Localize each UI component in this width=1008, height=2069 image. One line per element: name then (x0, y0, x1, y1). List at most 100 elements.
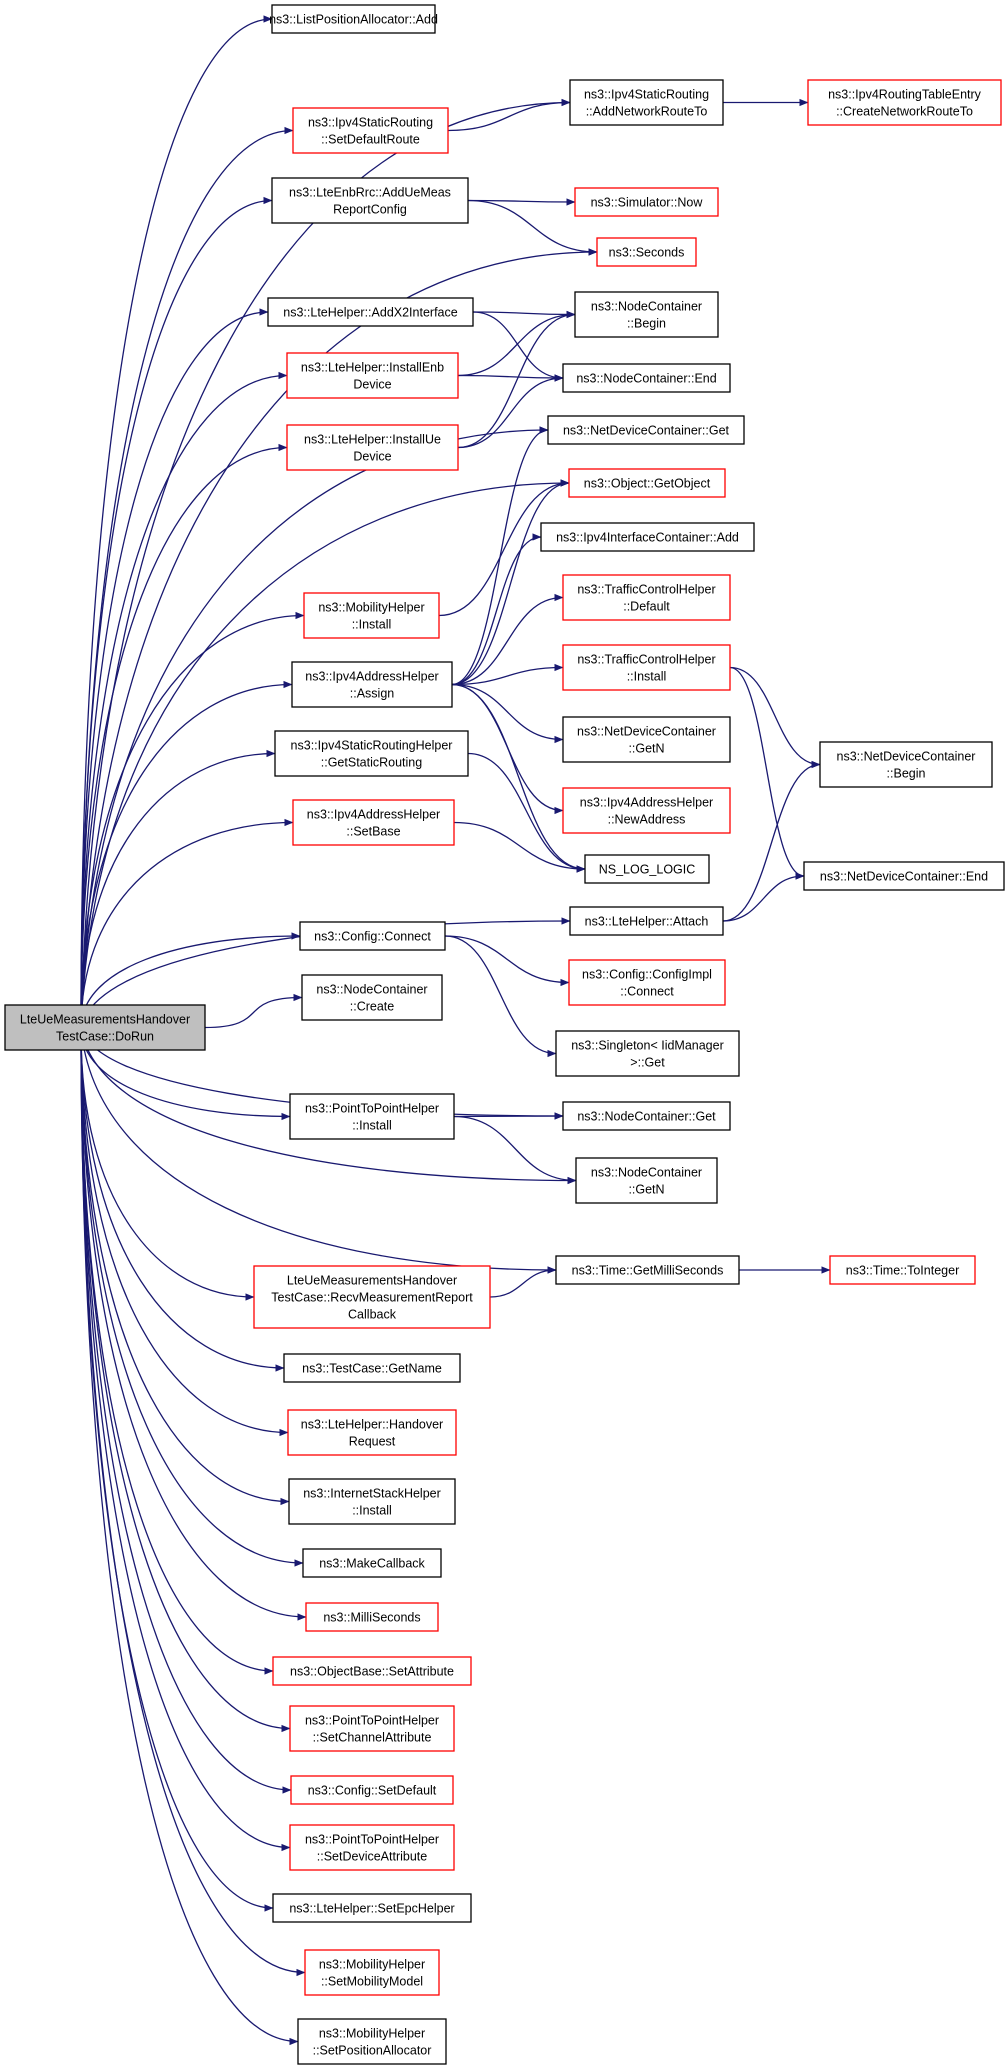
node-label: ns3::MakeCallback (319, 1557, 425, 1571)
node-sim-now[interactable]: ns3::Simulator::Now (574, 187, 719, 217)
edge-root-to-seconds (80, 248, 598, 1028)
edge-root-to-milliseconds (80, 1027, 307, 1621)
edge-path (80, 1027, 289, 1437)
node-label: ns3::Ipv4AddressHelper (580, 796, 713, 810)
node-box (304, 1949, 440, 1996)
node-box (267, 297, 474, 327)
node-p2p-setdevice[interactable]: ns3::PointToPointHelper::SetDeviceAttrib… (289, 1824, 455, 1871)
node-time-toint[interactable]: ns3::Time::ToInteger (829, 1255, 976, 1285)
node-box (289, 1824, 455, 1871)
node-label: ns3::Ipv4StaticRoutingHelper (291, 739, 453, 753)
node-ltehelper-addx2[interactable]: ns3::LteHelper::AddX2Interface (267, 297, 474, 327)
node-makecallback[interactable]: ns3::MakeCallback (302, 1548, 442, 1578)
node-nc-getn[interactable]: ns3::NodeContainer::GetN (575, 1157, 718, 1204)
node-testcase-getname[interactable]: ns3::TestCase::GetName (283, 1353, 461, 1383)
node-ipv4sr-setdefault[interactable]: ns3::Ipv4StaticRouting::SetDefaultRoute (292, 107, 449, 154)
node-p2p-setchannel[interactable]: ns3::PointToPointHelper::SetChannelAttri… (289, 1705, 455, 1752)
edge-path (438, 479, 570, 617)
node-ipv4sr-addnet[interactable]: ns3::Ipv4StaticRouting::AddNetworkRouteT… (569, 79, 724, 126)
node-label: ns3::Ipv4RoutingTableEntry (828, 88, 982, 102)
node-config-setdefault[interactable]: ns3::Config::SetDefault (290, 1775, 454, 1805)
node-label: ns3::Seconds (609, 246, 685, 260)
edge-path (451, 533, 542, 686)
node-label: ns3::Config::SetDefault (308, 1784, 437, 1798)
node-milliseconds[interactable]: ns3::MilliSeconds (305, 1602, 439, 1632)
node-time-getms[interactable]: ns3::Time::GetMilliSeconds (555, 1255, 740, 1285)
node-objbase-setattr[interactable]: ns3::ObjectBase::SetAttribute (272, 1656, 472, 1686)
edge-path (451, 663, 564, 686)
node-box (569, 906, 724, 936)
node-nc-create[interactable]: ns3::NodeContainer::Create (301, 974, 443, 1021)
node-tch-install[interactable]: ns3::TrafficControlHelper::Install (562, 644, 731, 691)
node-configimpl-connect[interactable]: ns3::Config::ConfigImpl::Connect (568, 959, 726, 1006)
node-label: ns3::Config::Connect (314, 930, 431, 944)
node-box (584, 854, 710, 884)
edge-path (467, 198, 576, 206)
node-label: ns3::NetDeviceContainer::End (820, 870, 988, 884)
node-label: ::Install (352, 1119, 392, 1133)
node-listpos-add[interactable]: ns3::ListPositionAllocator::Add (269, 4, 438, 34)
edge-path (80, 1027, 291, 1852)
node-box (562, 716, 731, 763)
node-label: TestCase::RecvMeasurementReport (271, 1291, 473, 1305)
edge-root-to-ltehelper-handover (80, 1027, 289, 1437)
node-seconds[interactable]: ns3::Seconds (596, 237, 697, 267)
node-ndc-end[interactable]: ns3::NetDeviceContainer::End (803, 861, 1005, 891)
node-label: ns3::LteEnbRrc::AddUeMeas (289, 186, 451, 200)
edge-root-to-ltehelper-installenb (80, 371, 288, 1028)
node-mobility-install[interactable]: ns3::MobilityHelper::Install (303, 592, 440, 639)
edge-path (722, 872, 805, 922)
edge-ltehelper-installue-to-nc-end (457, 374, 564, 449)
node-ndc-begin[interactable]: ns3::NetDeviceContainer::Begin (819, 741, 993, 788)
edge-root-to-makecallback (80, 1027, 304, 1567)
node-ipv4ic-add[interactable]: ns3::Ipv4InterfaceContainer::Add (540, 522, 755, 552)
edge-path (451, 593, 564, 686)
edge-ipv4ah-assign-to-ndc-getn (451, 683, 564, 744)
node-ipv4srh-getstatic[interactable]: ns3::Ipv4StaticRoutingHelper::GetStaticR… (274, 730, 469, 777)
node-mobility-setmodel[interactable]: ns3::MobilityHelper::SetMobilityModel (304, 1949, 440, 1996)
edge-path (451, 426, 549, 686)
node-box (575, 1157, 718, 1204)
node-label: ::AddNetworkRouteTo (586, 105, 708, 119)
node-ndc-getn[interactable]: ns3::NetDeviceContainer::GetN (562, 716, 731, 763)
node-label: ::Install (352, 618, 392, 632)
node-ipv4rte-create[interactable]: ns3::Ipv4RoutingTableEntry::CreateNetwor… (807, 79, 1002, 126)
node-nc-get[interactable]: ns3::NodeContainer::Get (562, 1101, 731, 1131)
node-ltehelper-setepc[interactable]: ns3::LteHelper::SetEpcHelper (272, 1893, 472, 1923)
node-ipv4ah-setbase[interactable]: ns3::Ipv4AddressHelper::SetBase (292, 799, 455, 846)
node-label: ns3::LteHelper::SetEpcHelper (289, 1902, 454, 1916)
node-label: ::Install (627, 670, 667, 684)
node-ltehelper-attach[interactable]: ns3::LteHelper::Attach (569, 906, 724, 936)
node-nc-begin[interactable]: ns3::NodeContainer::Begin (574, 291, 719, 338)
node-mobility-setposalloc[interactable]: ns3::MobilityHelper::SetPositionAllocato… (297, 2018, 447, 2065)
edge-path (80, 1027, 299, 2046)
node-obj-getobject[interactable]: ns3::Object::GetObject (568, 468, 726, 498)
node-box (819, 741, 993, 788)
node-label: ns3::NodeContainer (591, 300, 702, 314)
edge-p2p-install-to-nc-get (453, 1112, 564, 1120)
edge-root-to-nc-getn (80, 1027, 577, 1185)
node-ish-install[interactable]: ns3::InternetStackHelper::Install (288, 1478, 456, 1525)
node-recv-cb[interactable]: LteUeMeasurementsHandoverTestCase::RecvM… (253, 1265, 491, 1329)
node-ndc-get[interactable]: ns3::NetDeviceContainer::Get (547, 415, 745, 445)
node-nc-end[interactable]: ns3::NodeContainer::End (562, 363, 731, 393)
node-singleton-get[interactable]: ns3::Singleton< IidManager>::Get (555, 1030, 740, 1077)
node-label: ns3::MilliSeconds (323, 1611, 420, 1625)
node-box (562, 363, 731, 393)
node-label: ::Assign (350, 687, 395, 701)
node-ipv4ah-newaddr[interactable]: ns3::Ipv4AddressHelper::NewAddress (562, 787, 731, 834)
node-ns-log-logic[interactable]: NS_LOG_LOGIC (584, 854, 710, 884)
node-box (271, 177, 469, 224)
node-p2p-install[interactable]: ns3::PointToPointHelper::Install (289, 1093, 455, 1140)
node-label: ns3::ListPositionAllocator::Add (269, 13, 438, 27)
node-config-connect[interactable]: ns3::Config::Connect (299, 921, 446, 951)
node-ipv4ah-assign[interactable]: ns3::Ipv4AddressHelper::Assign (291, 661, 453, 708)
edge-root-to-mobility-install (80, 611, 305, 1028)
node-tch-default[interactable]: ns3::TrafficControlHelper::Default (562, 574, 731, 621)
node-box (555, 1255, 740, 1285)
